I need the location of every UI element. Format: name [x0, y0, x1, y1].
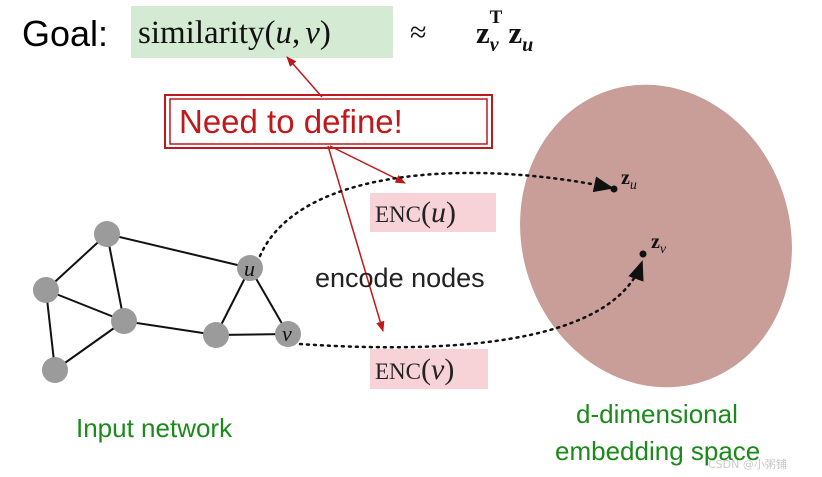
- z-second-sub: u: [522, 34, 533, 56]
- z-first-sub: v: [490, 34, 500, 56]
- z-first: z: [476, 15, 490, 50]
- enc-v-func: ENC: [375, 359, 421, 384]
- mapping-curve-u: [258, 171, 614, 258]
- similarity-open-paren: (: [265, 15, 276, 51]
- graph-node: [42, 357, 68, 383]
- goal-label: Goal:: [22, 13, 108, 54]
- embedding-point-v: [639, 250, 647, 258]
- graph-edge: [106, 233, 125, 322]
- enc-u-func: ENC: [375, 202, 421, 227]
- graph-nodes: [33, 221, 301, 383]
- graph-edge: [106, 233, 251, 269]
- node-u-label: u: [244, 256, 255, 281]
- enc-u-box: [370, 193, 496, 232]
- enc-v-arg: v: [431, 353, 445, 386]
- enc-u-open: (: [421, 196, 431, 229]
- enc-v-label: ENC(v): [375, 353, 454, 386]
- watermark: CSDN @小粥铺: [708, 458, 787, 471]
- enc-u-label: ENC(u): [375, 196, 456, 229]
- graph-edges: [45, 233, 289, 371]
- similarity-comma: ,: [292, 15, 300, 51]
- enc-v-box: [370, 349, 488, 389]
- graph-edge: [45, 289, 125, 322]
- graph-edge: [45, 233, 108, 291]
- graph-node: [111, 308, 137, 334]
- encode-nodes-label: encode nodes: [315, 263, 485, 293]
- embedding-space-region: [520, 84, 792, 388]
- similarity-formula: similarity(u,v): [138, 15, 331, 51]
- embedding-space-label-line1: d-dimensional: [576, 399, 738, 429]
- enc-u-close: ): [446, 196, 456, 229]
- embedding-label-zu: zu: [621, 167, 637, 193]
- approx-symbol: ≈: [410, 16, 426, 49]
- embedding-space-label-line2: embedding space: [555, 436, 760, 466]
- arrow-to-enc-u: [329, 145, 406, 184]
- zu-symbol: z: [621, 167, 630, 189]
- need-to-define-text: Need to define!: [179, 103, 403, 140]
- z-first-sup: T: [490, 7, 503, 28]
- enc-v-open: (: [421, 353, 431, 386]
- graph-node: [203, 322, 229, 348]
- zv-sub: v: [660, 242, 667, 257]
- arrow-to-enc-v: [327, 145, 385, 333]
- zu-sub: u: [630, 178, 637, 193]
- graph-edge: [45, 289, 56, 371]
- embedding-point-u: [610, 185, 618, 193]
- need-to-define-box-inner: [169, 98, 488, 145]
- similarity-func: similarity: [138, 15, 265, 51]
- mapping-curve-v: [298, 260, 644, 349]
- graph-edge: [54, 320, 125, 371]
- enc-u-arg: u: [431, 196, 446, 229]
- similarity-close-paren: ): [320, 15, 331, 51]
- input-network-label: Input network: [76, 413, 233, 443]
- similarity-highlight: [131, 6, 393, 58]
- embedding-label-zv: zv: [651, 231, 667, 257]
- similarity-arg-v: v: [305, 15, 320, 51]
- arrow-to-similarity: [286, 56, 323, 98]
- graph-node-u: [237, 255, 263, 281]
- graph-node-v: [275, 321, 301, 347]
- graph-node: [33, 277, 59, 303]
- zv-symbol: z: [651, 231, 660, 253]
- graph-node: [94, 221, 120, 247]
- node-v-label: v: [282, 321, 292, 346]
- enc-v-close: ): [444, 353, 454, 386]
- z-second: z: [508, 15, 522, 50]
- similarity-arg-u: u: [276, 15, 293, 51]
- graph-edge: [123, 320, 217, 336]
